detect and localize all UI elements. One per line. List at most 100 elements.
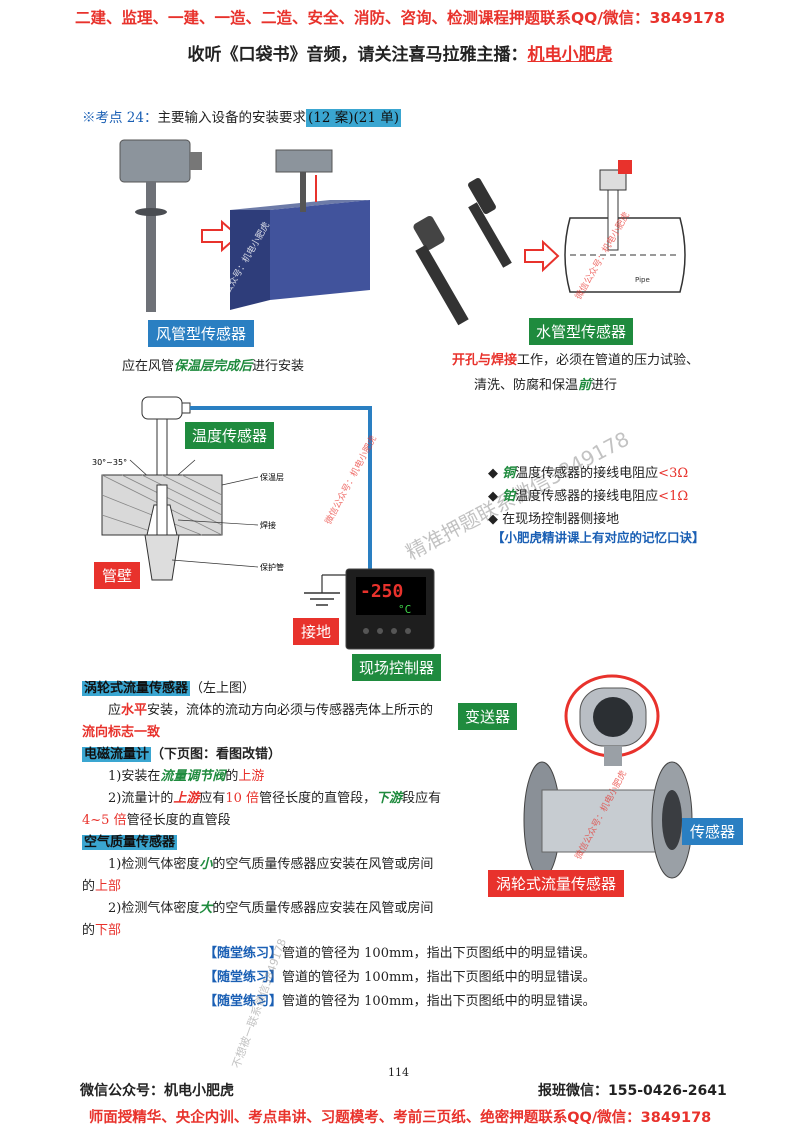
mnemonic-note: 【小肥虎精讲课上有对应的记忆口诀】 — [492, 530, 705, 545]
em-item-1: 1)安装在流量调节阀的上游 — [82, 766, 462, 788]
arrow-right-icon — [524, 239, 560, 273]
em-item2-red2: 4~5 倍 — [82, 813, 127, 828]
water-note-line2-a: 清洗、防腐和保温 — [474, 378, 579, 393]
kaodian-title: 主要输入设备的安装要求 — [157, 110, 306, 126]
sleeve-text: 保护管 — [260, 562, 284, 572]
bullet-value: <1Ω — [658, 489, 689, 504]
exercise-tag: 【随堂练习】 — [204, 994, 283, 1009]
em-heading-line: 电磁流量计（下页图：看图改错） — [82, 744, 462, 766]
pipe-wall-label: 管壁 — [94, 562, 141, 589]
bullet-text: 温度传感器的接线电阻应 — [515, 489, 659, 504]
em-item2-c: 管径长度的直管段， — [259, 791, 377, 806]
water-note-mid: 工作，必须在管道的压力试验、 — [517, 353, 700, 368]
page-number: 114 — [388, 1066, 409, 1079]
signal-wire — [190, 406, 372, 575]
bullet-item: ◆ 铜温度传感器的接线电阻应<3Ω — [488, 466, 689, 481]
turbine-caption: 涡轮式流量传感器 — [488, 870, 625, 897]
duct-note-prefix: 应在风管 — [122, 359, 175, 374]
transmitter-device — [579, 687, 647, 766]
insulation-text: 保温层 — [260, 472, 284, 482]
kaodian-heading: ※考点 24：主要输入设备的安装要求(12 案)(21 单) — [82, 106, 401, 127]
bullet-text: 温度传感器的接线电阻应 — [515, 466, 659, 481]
bullet-item: ◆ 铂温度传感器的接线电阻应<1Ω — [488, 489, 689, 504]
em-item-2: 2)流量计的上游应有10 倍管径长度的直管段，下游段应有 — [82, 788, 462, 810]
em-item1-emph: 流量调节阀 — [160, 769, 226, 784]
em-item2-a: 2)流量计的 — [108, 791, 174, 806]
turbine-figure: 微信公众号：机电小肥虎 — [523, 674, 693, 879]
footer-signup-wechat: 报班微信：155-0426-2641 — [538, 1083, 727, 1099]
turbine-ref: （左上图） — [190, 681, 256, 696]
meter-body — [523, 761, 693, 879]
em-item2-emph1: 上游 — [173, 791, 200, 806]
duct-sensor-device — [119, 139, 202, 312]
air-item2-line2-a: 的 — [82, 923, 96, 938]
temp-bullets: ◆ 铜温度传感器的接线电阻应<3Ω ◆ 铂温度传感器的接线电阻应<1Ω ◆ 在现… — [488, 462, 688, 531]
duct-illustration — [230, 149, 370, 310]
controller-device: -250 °C — [345, 568, 435, 650]
bullet-text: 在现场控制器侧接地 — [502, 512, 620, 527]
exercise-list: 【随堂练习】管道的管径为 100mm，指出下页图纸中的明显错误。 【随堂练习】管… — [204, 942, 596, 1014]
promo-header: 二建、监理、一建、一造、二造、安全、消防、咨询、检测课程押题联系QQ/微信：38… — [74, 9, 725, 27]
turbine-body-a: 应 — [108, 703, 122, 718]
footer-promo: 师面授精华、央企内训、考点串讲、习题模考、考前三页纸、绝密押题联系QQ/微信：3… — [88, 1110, 712, 1126]
exercise-text: 管道的管径为 100mm，指出下页图纸中的明显错误。 — [282, 994, 596, 1009]
water-note-emph: 开孔与焊接 — [452, 353, 518, 368]
bullet-value: <3Ω — [658, 466, 689, 481]
duct-note-suffix: 进行安装 — [252, 359, 305, 374]
kaodian-tag: (12 案)(21 单) — [305, 109, 401, 127]
temp-sensor-label: 温度传感器 — [185, 422, 275, 449]
turbine-heading-line: 涡轮式流量传感器（左上图） — [82, 678, 462, 700]
turbine-heading: 涡轮式流量传感器 — [82, 681, 191, 696]
turbine-body-b: 安装，流体的流动方向必须与传感器壳体上所示的 — [147, 703, 434, 718]
controller-unit: °C — [398, 603, 411, 616]
air-heading-line: 空气质量传感器 — [82, 832, 462, 854]
air-item-2: 2)检测气体密度大的空气质量传感器应安装在风管或房间 — [82, 898, 462, 920]
air-item1-b: 的空气质量传感器应安装在风管或房间 — [212, 857, 434, 872]
water-note-line2-b: 进行 — [591, 378, 618, 393]
em-item2-e: 管径长度的直管段 — [126, 813, 231, 828]
water-sensor-label: 水管型传感器 — [529, 318, 634, 345]
flow-sensor-label: 传感器 — [682, 818, 744, 845]
audio-notice-prefix: 收听《口袋书》音频，请关注喜马拉雅主播： — [187, 45, 528, 65]
bullet-emph: 铂 — [502, 489, 516, 504]
turbine-body: 应水平安装，流体的流动方向必须与传感器壳体上所示的 — [82, 700, 462, 722]
turbine-body-line2: 流向标志一致 — [82, 725, 161, 740]
air-item2-b: 的空气质量传感器应安装在风管或房间 — [212, 901, 434, 916]
footer-wechat-account: 微信公众号：机电小肥虎 — [80, 1083, 234, 1099]
air-heading: 空气质量传感器 — [82, 835, 178, 850]
controller-display: -250 — [360, 581, 403, 602]
exercise-item: 【随堂练习】管道的管径为 100mm，指出下页图纸中的明显错误。 — [204, 966, 596, 990]
weld-text: 焊接 — [260, 520, 276, 530]
em-item-2-line2: 4~5 倍管径长度的直管段 — [82, 810, 462, 832]
em-heading: 电磁流量计 — [82, 747, 152, 762]
em-item2-b: 应有 — [199, 791, 226, 806]
exercise-text: 管道的管径为 100mm，指出下页图纸中的明显错误。 — [282, 970, 596, 985]
transmitter-label: 变送器 — [458, 703, 518, 730]
air-item-1: 1)检测气体密度小的空气质量传感器应安装在风管或房间 — [82, 854, 462, 876]
exercise-tag: 【随堂练习】 — [204, 946, 283, 961]
pipe-section: Pipe — [564, 160, 686, 293]
exercise-item: 【随堂练习】管道的管径为 100mm，指出下页图纸中的明显错误。 — [204, 942, 596, 966]
air-item1-line2-a: 的 — [82, 879, 96, 894]
em-item2-d: 段应有 — [402, 791, 442, 806]
anchor-name: 机电小肥虎 — [527, 45, 613, 65]
water-note-line2-emph: 前 — [578, 378, 592, 393]
bullet-emph: 铜 — [502, 466, 516, 481]
temp-sensor-head — [141, 396, 191, 490]
em-item2-emph2: 下游 — [376, 791, 403, 806]
air-item1-a: 1)检测气体密度 — [108, 857, 200, 872]
em-ref: （下页图：看图改错） — [151, 747, 282, 762]
water-note: 开孔与焊接工作，必须在管道的压力试验、 — [452, 350, 699, 372]
exercise-tag: 【随堂练习】 — [204, 970, 283, 985]
exercise-item: 【随堂练习】管道的管径为 100mm，指出下页图纸中的明显错误。 — [204, 990, 596, 1014]
duct-sensor-label: 风管型传感器 — [148, 320, 255, 347]
water-probes — [413, 178, 512, 326]
air-item2-red: 下部 — [95, 923, 122, 938]
temp-install-figure: 30°~35° 保温层 焊接 保护管 -250 °C 微信公众号：机电小肥虎 — [92, 396, 435, 650]
duct-note-emph: 保温层完成后 — [174, 359, 253, 374]
ground-label: 接地 — [293, 618, 340, 645]
angle-text: 30°~35° — [92, 458, 127, 467]
water-note-line2: 清洗、防腐和保温前进行 — [474, 375, 617, 397]
audio-notice: 收听《口袋书》音频，请关注喜马拉雅主播：机电小肥虎 — [0, 40, 800, 65]
exercise-text: 管道的管径为 100mm，指出下页图纸中的明显错误。 — [282, 946, 596, 961]
